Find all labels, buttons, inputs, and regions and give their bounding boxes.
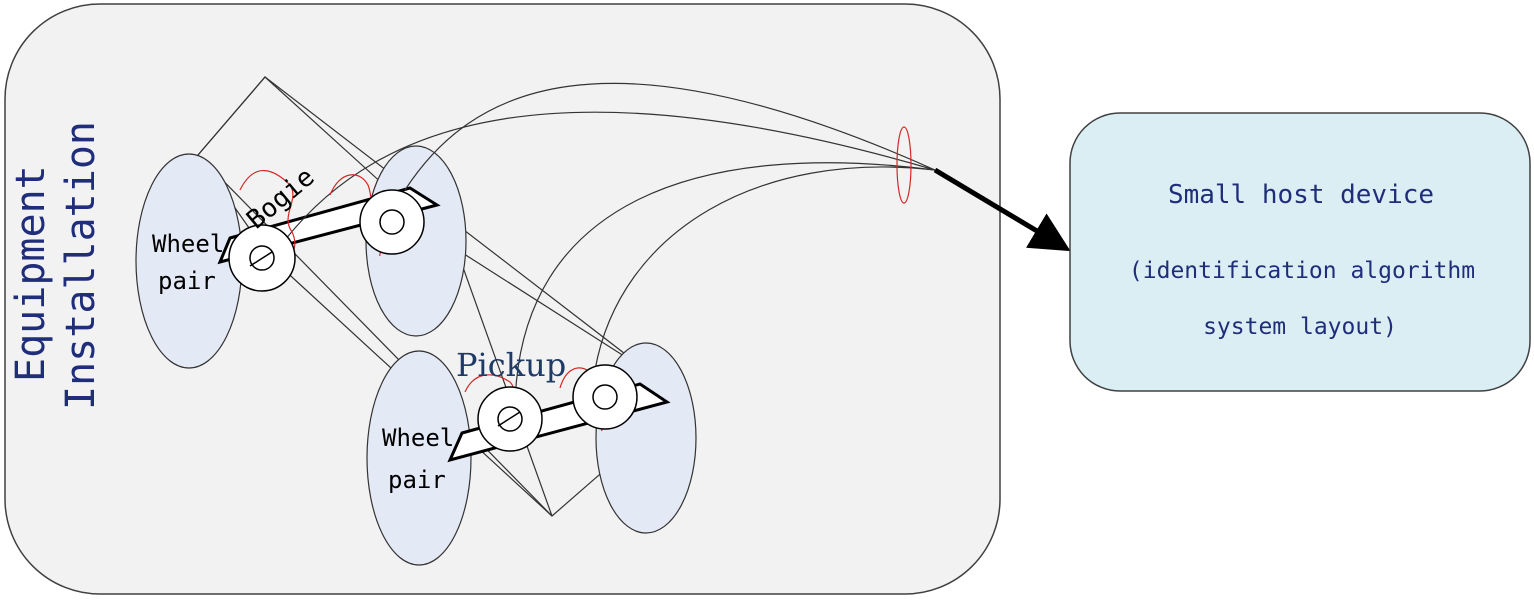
host-line1: Small host device bbox=[1168, 180, 1434, 210]
wheel-pair-1-label-line2: pair bbox=[158, 267, 216, 295]
host-line3: system layout) bbox=[1203, 314, 1397, 340]
cable-3 bbox=[514, 162, 936, 406]
host-line2: (identification algorithm bbox=[1129, 258, 1475, 284]
pickup-sensor-4 bbox=[572, 364, 638, 430]
container-title-line1: Equipment bbox=[8, 165, 54, 382]
small-host-device-box bbox=[1069, 112, 1531, 392]
cable-2 bbox=[404, 82, 936, 191]
container-title: Equipment Installation bbox=[8, 121, 104, 410]
wheel-pair-1-label-line1: Wheel bbox=[152, 230, 224, 258]
pickup-label: Pickup bbox=[456, 346, 566, 384]
cable-4 bbox=[594, 166, 936, 371]
container-title-line2: Installation bbox=[58, 121, 104, 410]
wheel-pair-2-left-wheel bbox=[366, 350, 472, 566]
wheel-pair-2-label-line1: Wheel bbox=[382, 424, 454, 452]
wheel-pair-2-label-line2: pair bbox=[388, 466, 446, 494]
cable-bundle-tie bbox=[896, 126, 912, 204]
equipment-installation-container bbox=[4, 3, 1001, 595]
signal-cables bbox=[284, 82, 936, 406]
output-arrow bbox=[933, 167, 1071, 252]
pickup-sensor-2 bbox=[359, 189, 425, 255]
